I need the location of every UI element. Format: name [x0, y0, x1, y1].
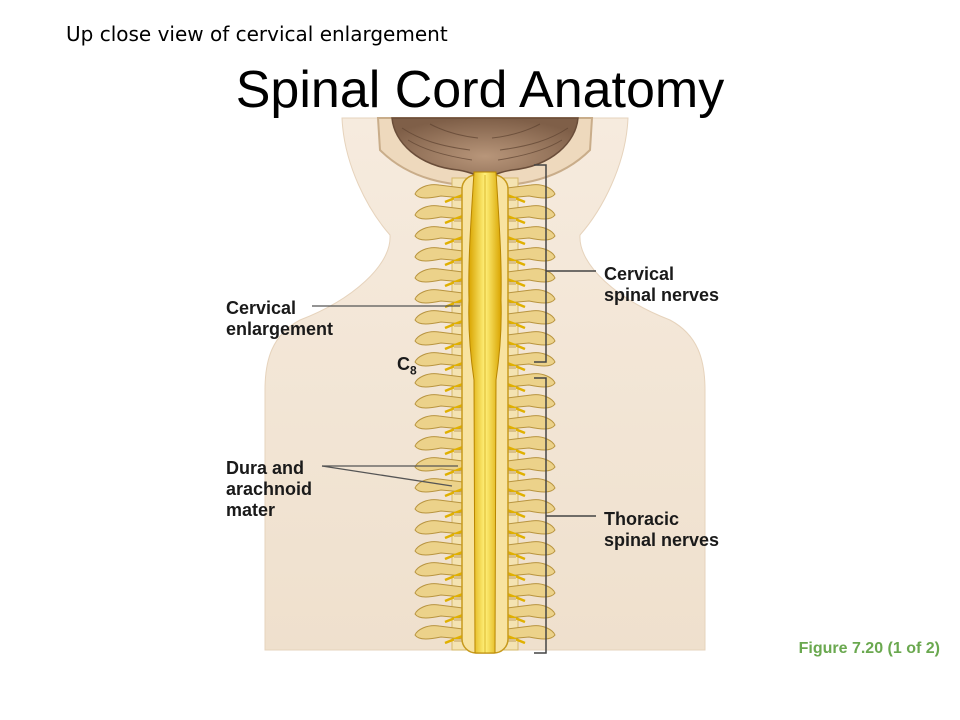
- vertebra-process: [506, 583, 556, 598]
- vertebra-process: [506, 373, 556, 388]
- cervical-spinal-nerves-label: Cervical spinal nerves: [604, 264, 719, 306]
- thoracic-nerves-line1: Thoracic: [604, 509, 680, 529]
- c8-subscript: 8: [410, 363, 417, 378]
- vertebra-process: [414, 436, 464, 451]
- c8-label: C8: [397, 354, 417, 382]
- vertebra-process: [414, 562, 464, 577]
- cervical-nerves-line1: Cervical: [604, 264, 675, 284]
- vertebra-process: [414, 226, 464, 241]
- vertebra-process: [414, 310, 464, 325]
- vertebra-process: [414, 184, 464, 199]
- vertebra-process: [506, 520, 556, 535]
- cervical-enlargement-label: Cervical enlargement: [226, 298, 333, 340]
- dura-line2: arachnoid: [226, 479, 313, 499]
- slide-title: Spinal Cord Anatomy: [235, 61, 725, 119]
- vertebra-process: [414, 205, 464, 220]
- cervical-bracket: [534, 164, 596, 363]
- vertebra-process: [414, 247, 464, 262]
- vertebra-process: [506, 289, 556, 304]
- vertebra-process: [506, 415, 556, 430]
- thoracic-nerves-line2: spinal nerves: [604, 530, 720, 550]
- vertebra-process: [414, 352, 464, 367]
- vertebra-process: [506, 184, 556, 199]
- vertebra-process: [414, 394, 464, 409]
- vertebra-process: [414, 541, 464, 556]
- vertebra-process: [506, 268, 556, 283]
- vertebra-process: [414, 604, 464, 619]
- vertebra-process: [414, 520, 464, 535]
- vertebra-process: [506, 436, 556, 451]
- c8-main: C: [397, 354, 410, 374]
- leader-lines: [312, 305, 460, 487]
- cervical-enlargement-line2: enlargement: [226, 319, 334, 339]
- dura-line1: Dura and: [226, 458, 305, 478]
- vertebra-process: [506, 604, 556, 619]
- vertebra-process: [414, 457, 464, 472]
- cervical-nerves-line2: spinal nerves: [604, 285, 720, 305]
- vertebra-process: [506, 310, 556, 325]
- vertebra-process: [506, 247, 556, 262]
- vertebra-process: [506, 226, 556, 241]
- vertebra-process: [414, 415, 464, 430]
- figure-reference: Figure 7.20 (1 of 2): [798, 640, 940, 657]
- vertebra-process: [506, 478, 556, 493]
- vertebra-process: [506, 562, 556, 577]
- dura-arachnoid-label: Dura and arachnoid mater: [226, 458, 312, 521]
- vertebra-process: [506, 205, 556, 220]
- vertebra-process: [506, 541, 556, 556]
- cervical-enlargement-line1: Cervical: [226, 298, 297, 318]
- vertebra-process: [506, 331, 556, 346]
- vertebra-process: [506, 499, 556, 514]
- thoracic-spinal-nerves-label: Thoracic spinal nerves: [604, 509, 719, 551]
- vertebra-process: [506, 457, 556, 472]
- dura-line3: mater: [226, 500, 276, 520]
- vertebra-process: [506, 394, 556, 409]
- slide-subtitle: Up close view of cervical enlargement: [66, 22, 448, 46]
- vertebra-process: [414, 499, 464, 514]
- vertebra-process: [414, 583, 464, 598]
- vertebra-process: [414, 625, 464, 640]
- vertebra-process: [414, 373, 464, 388]
- vertebra-process: [414, 268, 464, 283]
- vertebra-process: [414, 289, 464, 304]
- thoracic-bracket: [534, 377, 596, 654]
- vertebra-process: [506, 625, 556, 640]
- vertebra-process: [414, 331, 464, 346]
